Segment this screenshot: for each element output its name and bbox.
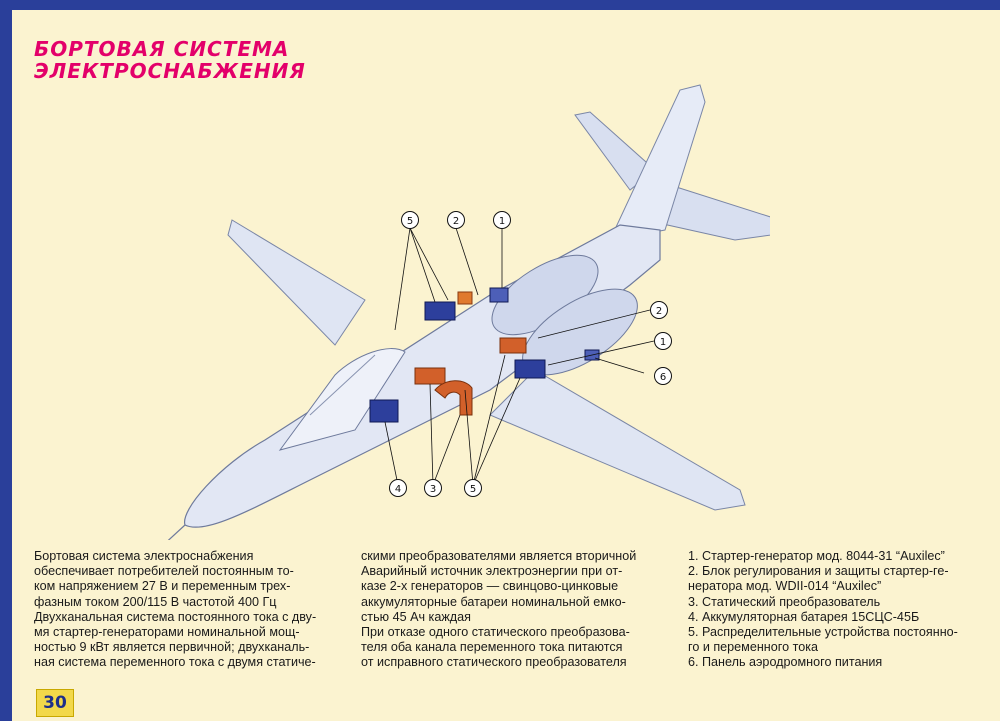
callout-1-right: 1 — [654, 332, 672, 350]
legend-item: 5. Распределительные устройства постоянн… — [688, 625, 958, 640]
callout-4-bottom: 4 — [389, 479, 407, 497]
callout-5-bottom: 5 — [464, 479, 482, 497]
svg-text:2: 2 — [453, 216, 459, 227]
legend-item: 2. Блок регулирования и защиты стартер-г… — [688, 564, 949, 579]
text-line: мя стартер-генераторами номинальной мощ- — [34, 625, 300, 640]
aircraft-cutaway-diagram: 5 2 1 2 1 6 4 3 — [160, 70, 770, 540]
callout-2-top: 2 — [447, 211, 465, 229]
text-line: При отказе одного статического преобразо… — [361, 625, 630, 640]
left-wing — [227, 219, 366, 346]
dc-distribution-unit — [424, 301, 456, 321]
text-line: обеспечивает потребителей постоянным то- — [34, 564, 294, 579]
page-title: БОРТОВАЯ СИСТЕМА ЭЛЕКТРОСНАБЖЕНИЯ — [34, 38, 306, 82]
leader-lines — [384, 227, 655, 486]
callout-6-right: 6 — [654, 367, 672, 385]
svg-text:3: 3 — [430, 484, 436, 495]
text-line: ностью 9 кВт является первичной; двухкан… — [34, 640, 310, 655]
svg-text:1: 1 — [499, 216, 505, 227]
text-line: стью 45 Ач каждая — [361, 609, 471, 624]
description-column-1: Бортовая система электроснабжения обеспе… — [34, 549, 334, 671]
legend-item: нератора мод. WDII-014 “Auxilec” — [688, 579, 882, 594]
title-line-2: ЭЛЕКТРОСНАБЖЕНИЯ — [34, 59, 306, 83]
text-line: от исправного статического преобразовате… — [361, 655, 627, 670]
legend-item: 1. Стартер-генератор мод. 8044-31 “Auxil… — [688, 549, 945, 563]
canopy — [278, 348, 406, 451]
svg-text:4: 4 — [395, 484, 401, 495]
text-line: скими преобразователями является вторичн… — [361, 549, 637, 563]
starter-generator — [514, 359, 546, 379]
right-wing — [489, 369, 746, 511]
aircraft-illustration: 5 2 1 2 1 6 4 3 — [167, 84, 770, 540]
text-line: теля оба канала переменного тока питаютс… — [361, 640, 623, 655]
svg-text:5: 5 — [470, 484, 476, 495]
starter-generator-top — [489, 287, 509, 303]
legend-item: 3. Статический преобразователь — [688, 594, 881, 609]
text-line: фазным током 200/115 В частотой 400 Гц — [34, 594, 277, 609]
text-line: Двухканальная система постоянного тока с… — [34, 609, 317, 624]
callout-1-top: 1 — [493, 211, 511, 229]
page-number: 30 — [36, 689, 74, 717]
callout-5-top: 5 — [401, 211, 419, 229]
callout-2-right: 2 — [650, 301, 668, 319]
callout-3-bottom: 3 — [424, 479, 442, 497]
legend-item: 6. Панель аэродромного питания — [688, 655, 883, 670]
text-line: ная система переменного тока с двумя ста… — [34, 655, 316, 670]
legend-item: го и переменного тока — [688, 640, 819, 655]
svg-text:6: 6 — [660, 372, 666, 383]
description-column-2: скими преобразователями является вторичн… — [361, 549, 661, 671]
svg-text:1: 1 — [660, 337, 666, 348]
text-line: казе 2-х генераторов — свинцово-цинковые — [361, 579, 619, 594]
svg-text:5: 5 — [407, 216, 413, 227]
text-line: Бортовая система электроснабжения — [34, 549, 254, 563]
title-line-1: БОРТОВАЯ СИСТЕМА — [34, 37, 290, 61]
static-converter-1 — [414, 367, 446, 385]
text-line: ком напряжением 27 В и переменным трех- — [34, 579, 291, 594]
pitot-probe — [167, 524, 186, 540]
text-line: аккумуляторные батареи номинальной емко- — [361, 594, 626, 609]
text-line: Аварийный источник электроэнергии при от… — [361, 564, 623, 579]
generator-control-unit — [499, 337, 527, 354]
legend-item: 4. Аккумуляторная батарея 15СЦС-45Б — [688, 609, 920, 624]
ac-distribution-unit — [457, 291, 473, 305]
battery — [369, 399, 399, 423]
component-legend: 1. Стартер-генератор мод. 8044-31 “Auxil… — [688, 549, 988, 671]
svg-text:2: 2 — [656, 306, 662, 317]
